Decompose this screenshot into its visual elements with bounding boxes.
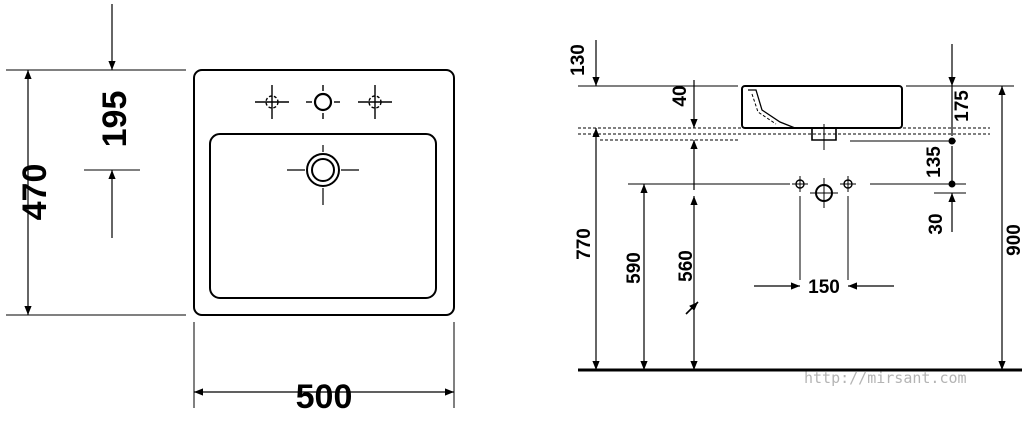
watermark: http://mirsant.com — [804, 369, 967, 387]
drain — [287, 145, 359, 205]
basin-inner-profile — [748, 89, 796, 129]
tap-hole-right — [358, 85, 392, 119]
tap-spacing-label: 135 — [924, 146, 945, 178]
side-view — [578, 40, 1022, 372]
tap-drop-label: 30 — [926, 213, 947, 234]
width-label: 500 — [296, 378, 353, 416]
tap-offset-label: 195 — [96, 91, 134, 148]
top-to-rim-label: 130 — [568, 44, 589, 76]
wall-holes — [792, 176, 856, 280]
bowl-outline — [209, 133, 437, 299]
total-height-label: 900 — [1004, 224, 1024, 256]
siphon-height-label: 560 — [676, 250, 697, 282]
rim-height-label: 770 — [574, 228, 595, 260]
plan-view — [6, 4, 455, 408]
basin-outline — [193, 69, 455, 316]
tap-hole-center — [306, 85, 340, 119]
basin-height-label: 175 — [952, 90, 973, 122]
tap-hole-left — [255, 85, 289, 119]
hole-spacing-label: 150 — [808, 277, 840, 298]
waste-height-label: 590 — [624, 252, 645, 284]
rim-thickness-label: 40 — [670, 85, 691, 106]
height-label: 470 — [16, 164, 54, 221]
basin-section — [741, 85, 903, 129]
